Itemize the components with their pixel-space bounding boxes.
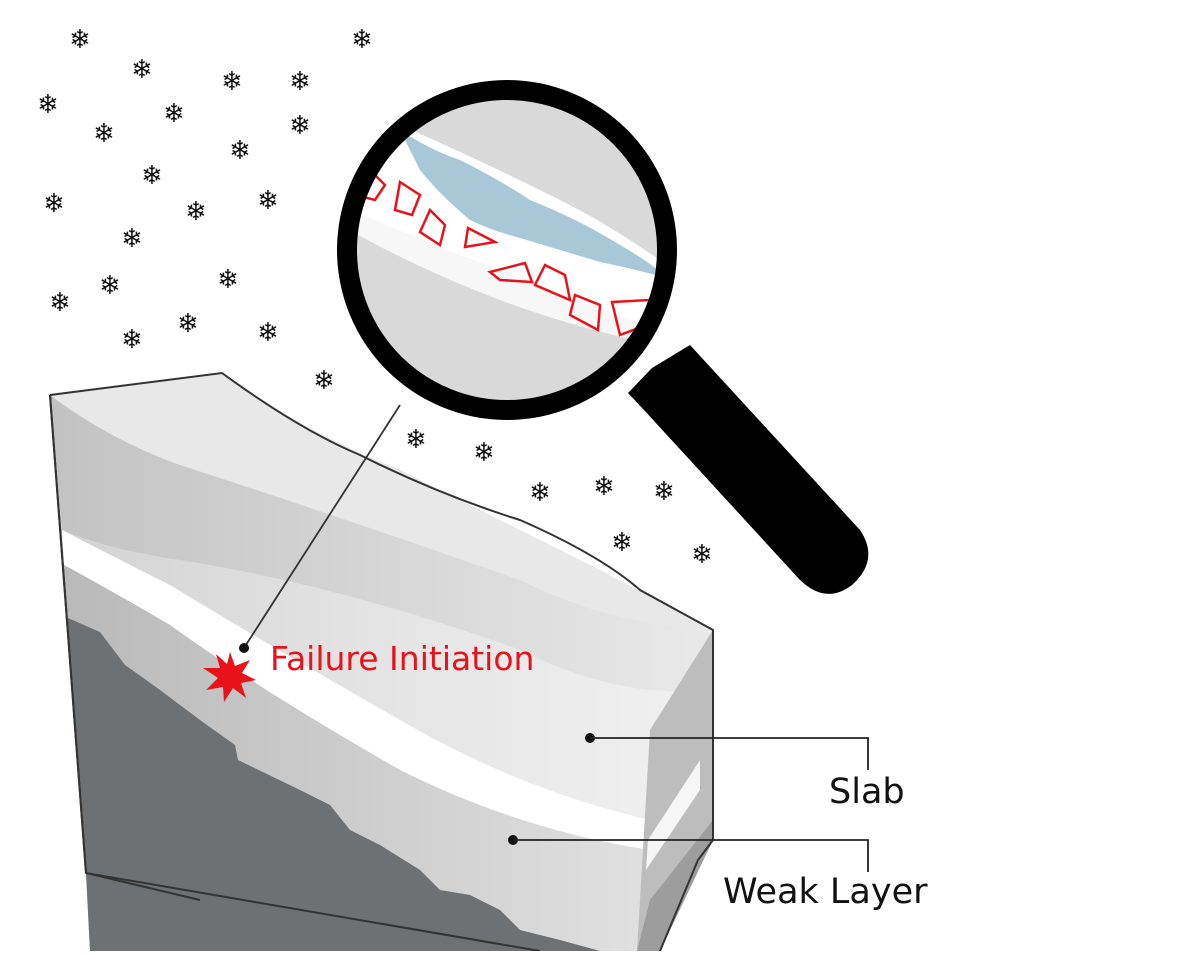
- snowflake-icon: ❄: [121, 325, 143, 355]
- weak-layer-stripe: [62, 530, 650, 850]
- snowflake-icon: ❄: [593, 472, 615, 502]
- snowflake-icon: ❄: [121, 224, 143, 254]
- magnifying-glass-icon: [337, 80, 869, 594]
- snowflake-icon: ❄: [257, 186, 279, 216]
- failure-pointer-line: [243, 404, 401, 649]
- snowflake-icon: ❄: [43, 189, 65, 219]
- snowflake-icon: ❄: [221, 67, 243, 97]
- snowflake-icon: ❄: [141, 161, 163, 191]
- snowflake-icon: ❄: [49, 288, 71, 318]
- weak-layer-pointer-line: [513, 839, 869, 872]
- snowflake-icon: ❄: [185, 197, 207, 227]
- snowflake-icon: ❄: [69, 25, 91, 55]
- slab-pointer-line: [590, 737, 869, 770]
- weak-layer-label: Weak Layer: [723, 872, 928, 912]
- lens-magnified-view: [355, 98, 659, 402]
- snowfall: ❄ ❄ ❄ ❄ ❄ ❄ ❄ ❄ ❄ ❄ ❄ ❄ ❄ ❄ ❄ ❄ ❄ ❄ ❄ ❄ ❄ ❄ ❄ ❄ ❄ ❄ ❄ ❄ ❄: [37, 25, 713, 570]
- snowflake-icon: ❄: [611, 528, 633, 558]
- snowflake-icon: ❄: [217, 265, 239, 295]
- ground-layer: [60, 618, 600, 951]
- snowflake-icon: ❄: [529, 478, 551, 508]
- snowflake-icon: ❄: [289, 67, 311, 97]
- snowflake-icon: ❄: [257, 318, 279, 348]
- failure-initiation-label: Failure Initiation: [270, 639, 535, 678]
- snowflake-icon: ❄: [473, 438, 495, 468]
- snowflake-icon: ❄: [351, 25, 373, 55]
- failure-burst-icon: [203, 652, 256, 702]
- snowflake-icon: ❄: [131, 55, 153, 85]
- snowflake-icon: ❄: [177, 309, 199, 339]
- failure-pointer-dot: [239, 643, 249, 653]
- snowflake-icon: ❄: [405, 425, 427, 455]
- snowflake-icon: ❄: [289, 111, 311, 141]
- slab-label: Slab: [829, 772, 905, 812]
- snowflake-icon: ❄: [229, 136, 251, 166]
- snowflake-icon: ❄: [163, 99, 185, 129]
- snowflake-icon: ❄: [93, 119, 115, 149]
- snowflake-icon: ❄: [653, 477, 675, 507]
- snowflake-icon: ❄: [37, 90, 59, 120]
- snowflake-icon: ❄: [99, 271, 121, 301]
- snowflake-icon: ❄: [313, 366, 335, 396]
- snowflake-icon: ❄: [691, 540, 713, 570]
